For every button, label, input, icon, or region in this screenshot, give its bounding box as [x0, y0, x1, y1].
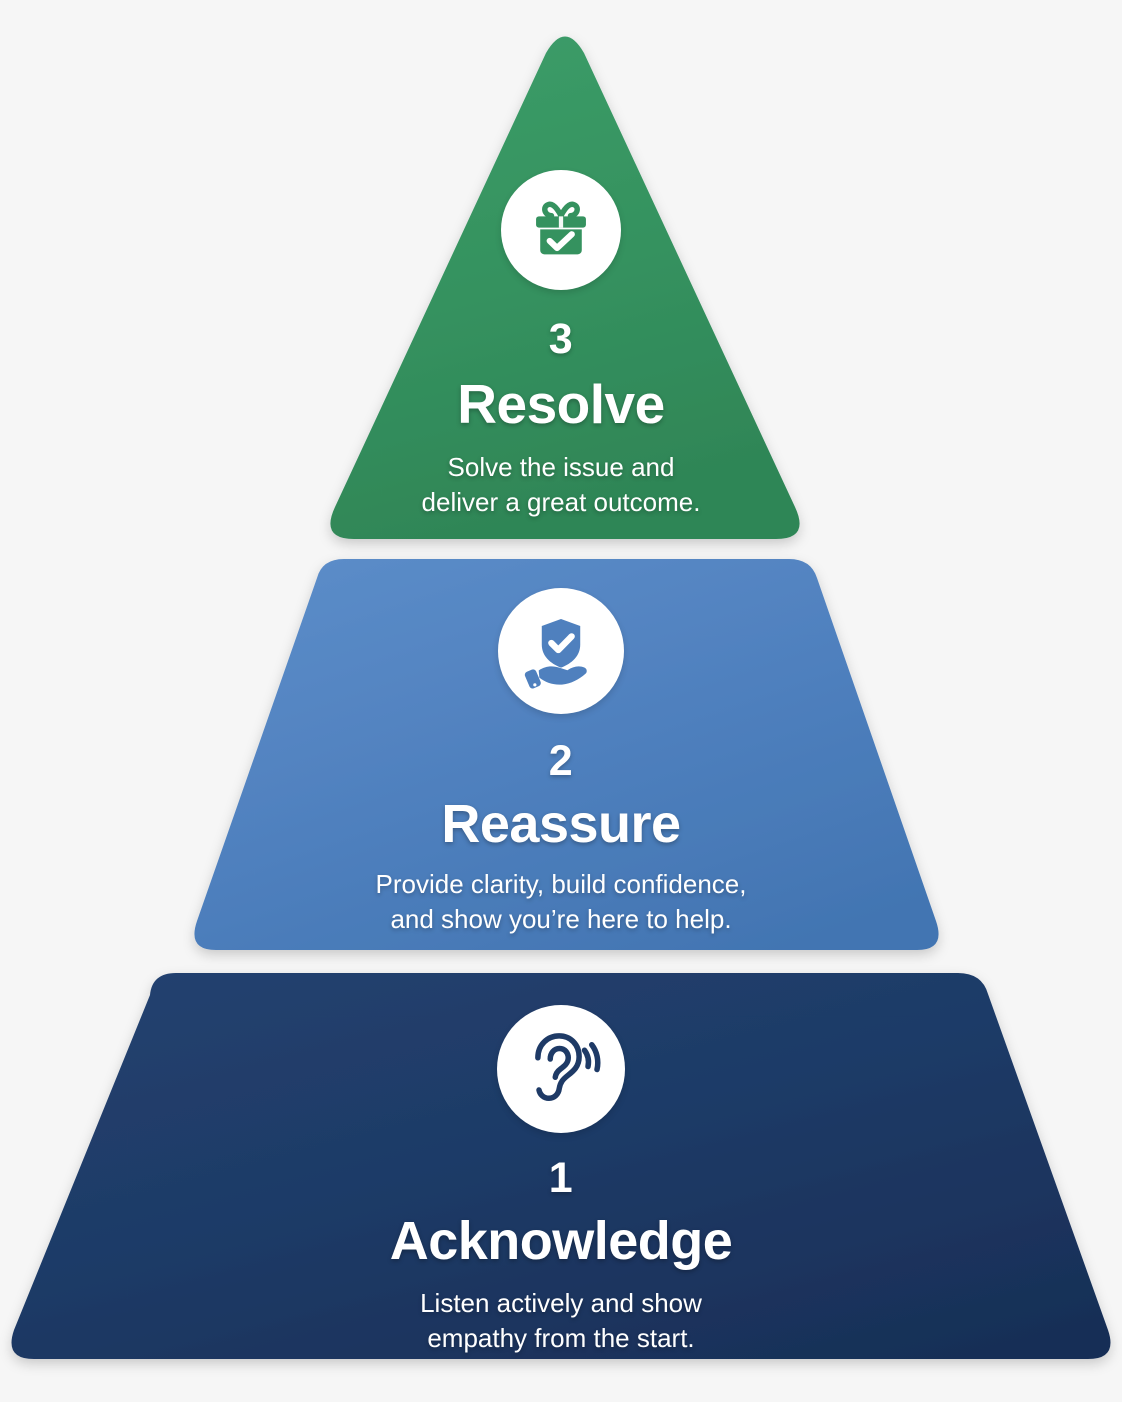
tier-shape-acknowledge[interactable] [11, 973, 1111, 1359]
tier-shape-resolve[interactable] [330, 36, 800, 540]
tier-shape-reassure[interactable] [194, 559, 939, 950]
